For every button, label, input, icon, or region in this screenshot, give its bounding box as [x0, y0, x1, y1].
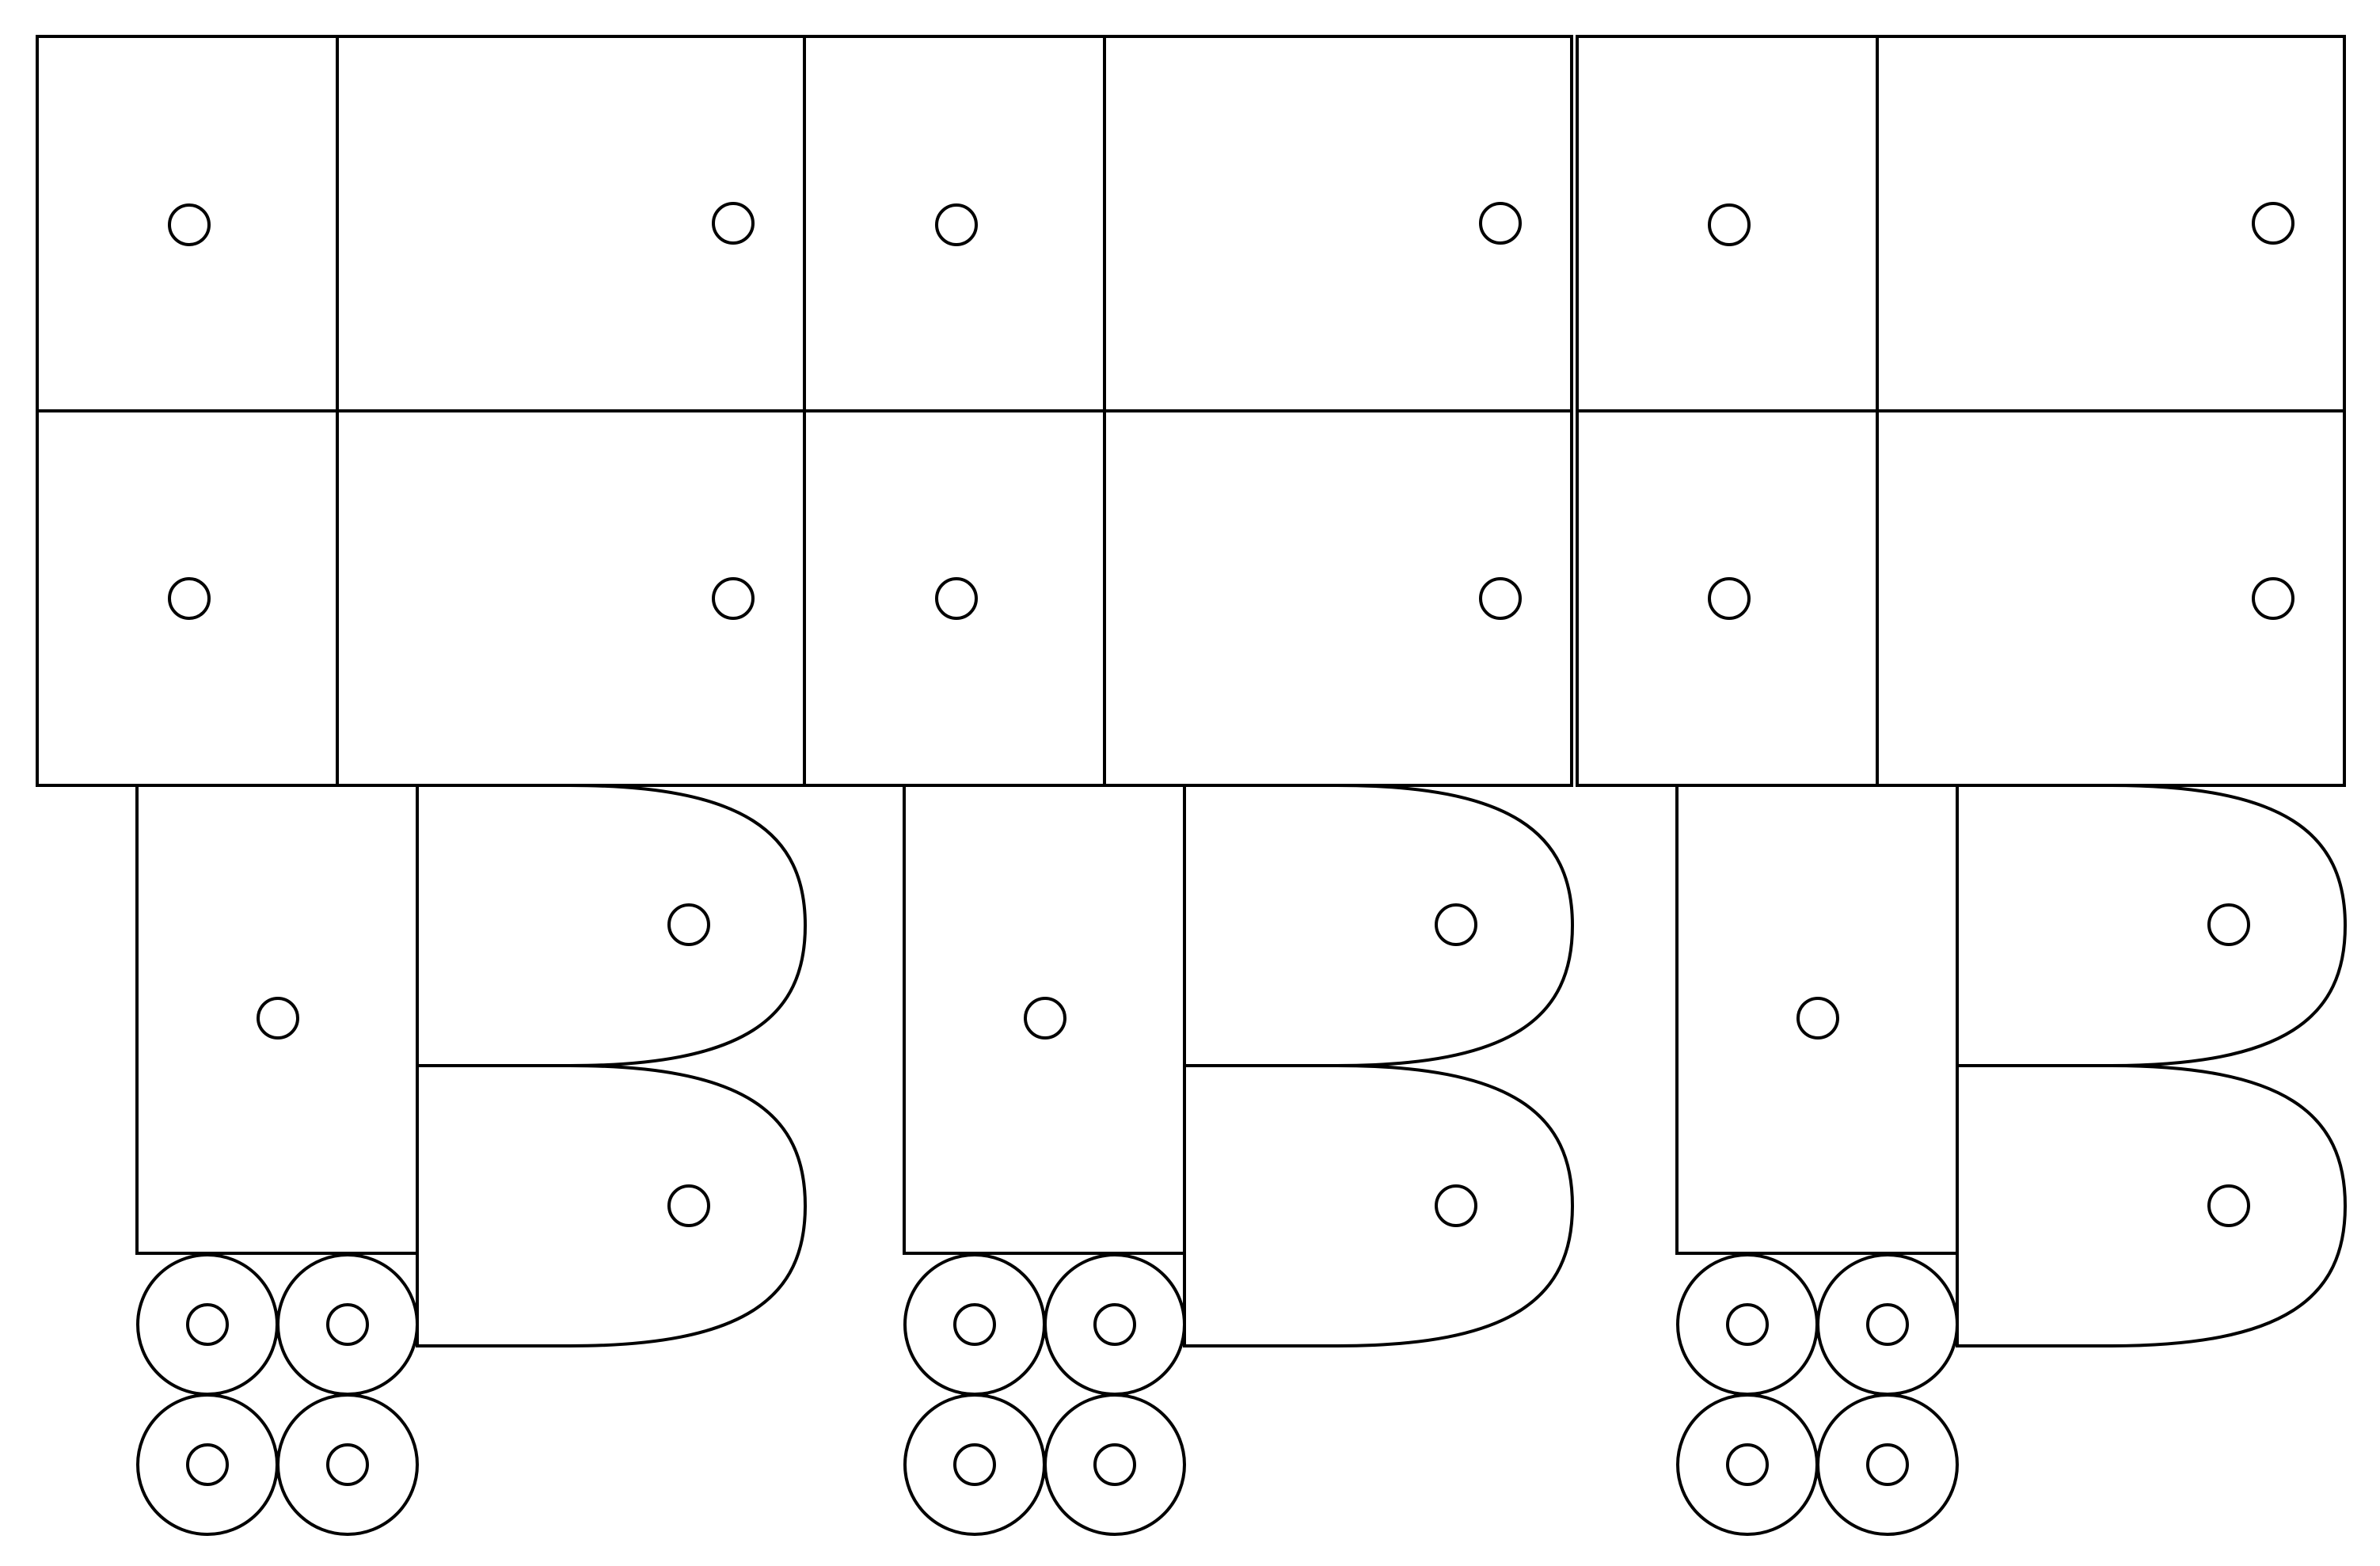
rounded-tab-lower	[416, 1064, 808, 1347]
bottom-rectangle-hole	[257, 997, 299, 1040]
bottom-rectangle	[903, 784, 1186, 1255]
roller-4	[276, 1393, 419, 1536]
roller-2	[1816, 1253, 1959, 1396]
rounded-tab-upper-hole	[667, 903, 710, 946]
rounded-tab-upper	[416, 784, 808, 1067]
group-3	[1576, 35, 2348, 1536]
panel-bottom-left	[1576, 409, 1879, 787]
panel-top-left-hole	[935, 203, 978, 246]
roller-4	[1044, 1393, 1186, 1536]
bottom-rectangle	[1675, 784, 1959, 1255]
bottom-rectangle-hole	[1796, 997, 1839, 1040]
panel-bottom-left-hole	[168, 577, 211, 620]
panel-top-right	[336, 35, 806, 412]
panel-top-left	[803, 35, 1106, 412]
panel-top-left-hole	[1708, 203, 1751, 246]
rounded-tab-upper	[1183, 784, 1575, 1067]
roller-4-hole	[1093, 1443, 1136, 1486]
panel-top-right-hole	[2252, 202, 2294, 245]
roller-1	[1676, 1253, 1819, 1396]
panel-top-right	[1103, 35, 1573, 412]
rounded-tab-upper-hole	[1435, 903, 1477, 946]
rounded-tab-upper	[1956, 784, 2348, 1067]
panel-bottom-right-hole	[2252, 577, 2294, 620]
bottom-rectangle-hole	[1024, 997, 1066, 1040]
roller-3-hole	[186, 1443, 229, 1486]
roller-1	[136, 1253, 279, 1396]
roller-1-hole	[186, 1303, 229, 1346]
roller-4-hole	[1866, 1443, 1909, 1486]
panel-bottom-left-hole	[1708, 577, 1751, 620]
roller-2-hole	[326, 1303, 369, 1346]
bottom-rectangle	[135, 784, 419, 1255]
panel-bottom-left	[803, 409, 1106, 787]
roller-2	[276, 1253, 419, 1396]
roller-2-hole	[1093, 1303, 1136, 1346]
panel-top-right	[1876, 35, 2346, 412]
panel-bottom-right-hole	[712, 577, 755, 620]
rounded-tab-upper-hole	[2207, 903, 2250, 946]
rounded-tab-lower-hole	[2207, 1184, 2250, 1227]
group-2	[803, 35, 1575, 1536]
panel-bottom-left-hole	[935, 577, 978, 620]
roller-1-hole	[1726, 1303, 1769, 1346]
roller-3-hole	[1726, 1443, 1769, 1486]
rounded-tab-lower-hole	[1435, 1184, 1477, 1227]
panel-top-left	[1576, 35, 1879, 412]
panel-bottom-right	[1103, 409, 1573, 787]
panel-top-left	[36, 35, 339, 412]
panel-bottom-right	[336, 409, 806, 787]
panel-bottom-right	[1876, 409, 2346, 787]
panel-top-right-hole	[1479, 202, 1522, 245]
roller-4	[1816, 1393, 1959, 1536]
roller-1-hole	[953, 1303, 996, 1346]
roller-3	[1676, 1393, 1819, 1536]
rounded-tab-lower	[1183, 1064, 1575, 1347]
group-1	[36, 35, 808, 1536]
panel-bottom-right-hole	[1479, 577, 1522, 620]
roller-1	[903, 1253, 1046, 1396]
roller-2-hole	[1866, 1303, 1909, 1346]
panel-bottom-left	[36, 409, 339, 787]
rounded-tab-lower-hole	[667, 1184, 710, 1227]
roller-3	[903, 1393, 1046, 1536]
rounded-tab-lower	[1956, 1064, 2348, 1347]
roller-4-hole	[326, 1443, 369, 1486]
roller-2	[1044, 1253, 1186, 1396]
roller-3	[136, 1393, 279, 1536]
panel-top-right-hole	[712, 202, 755, 245]
roller-3-hole	[953, 1443, 996, 1486]
panel-top-left-hole	[168, 203, 211, 246]
